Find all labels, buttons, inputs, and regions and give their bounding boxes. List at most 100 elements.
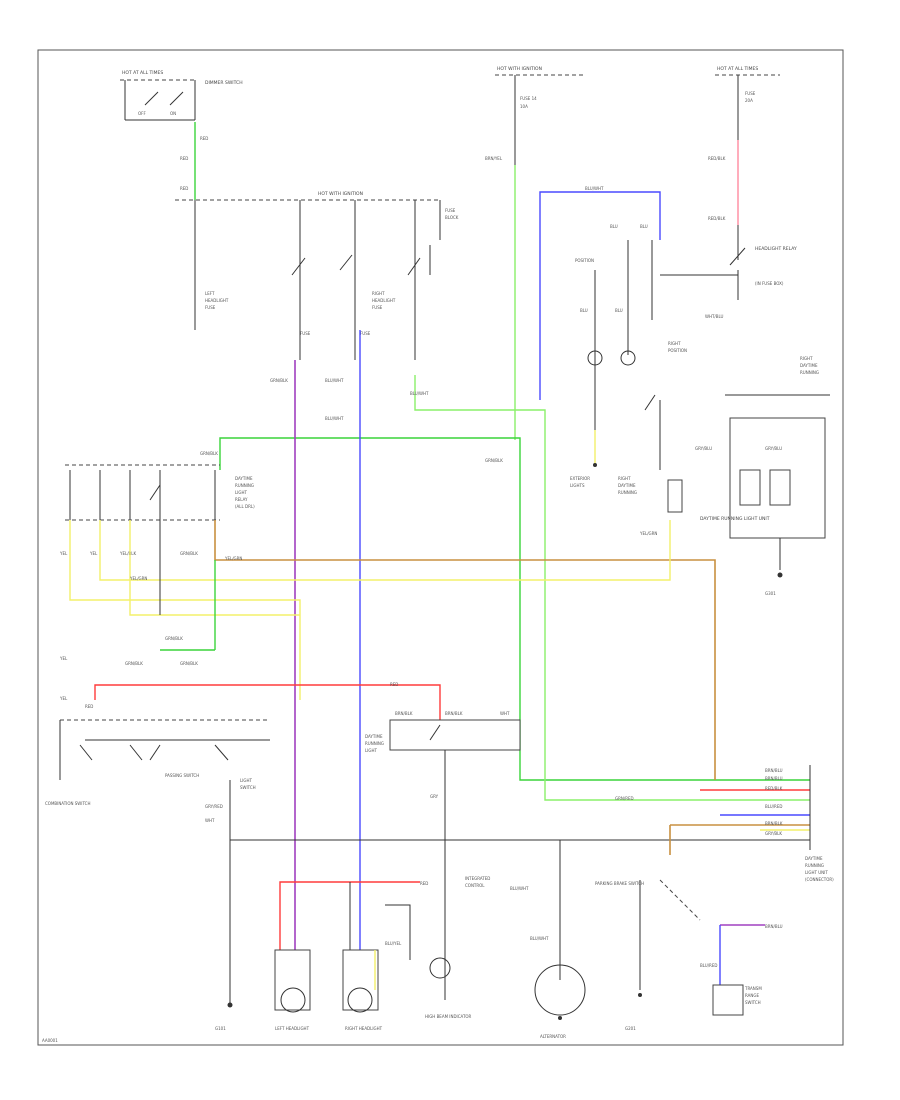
svg-text:GRN/BLK: GRN/BLK (180, 661, 198, 666)
svg-text:FUSE: FUSE (205, 305, 216, 310)
combination-switch-upper: DAYTIME RUNNING LIGHT RELAY (ALL DRL) (65, 464, 255, 521)
ground-mid-label: G201 (625, 1026, 636, 1031)
svg-text:GRY/BLK: GRY/BLK (765, 831, 782, 836)
svg-text:SWITCH: SWITCH (745, 1000, 761, 1005)
svg-text:GRY/BLU: GRY/BLU (695, 446, 712, 451)
svg-text:BLU/YEL: BLU/YEL (385, 941, 402, 946)
svg-text:DAYTIME: DAYTIME (800, 363, 818, 368)
svg-text:DAYTIME: DAYTIME (235, 476, 253, 481)
svg-text:YEL/GRN: YEL/GRN (129, 576, 147, 581)
drl-unit-label: DAYTIME RUNNING LIGHT UNIT (700, 516, 770, 522)
svg-text:BLU/WHT: BLU/WHT (530, 936, 549, 941)
svg-text:BLU/WHT: BLU/WHT (585, 186, 604, 191)
bottom-right-sensor: BRN/BLU TRANSM RANGE SWITCH BLU/RED (700, 924, 783, 1016)
svg-text:GRN/BLK: GRN/BLK (270, 378, 288, 383)
svg-text:GRN/BLK: GRN/BLK (200, 451, 218, 456)
svg-text:WHT: WHT (205, 818, 215, 823)
svg-text:DAYTIME: DAYTIME (805, 856, 823, 861)
alternator-label: ALTERNATOR (540, 1034, 566, 1039)
svg-text:POSITION: POSITION (668, 348, 687, 353)
svg-text:YEL: YEL (59, 696, 68, 701)
svg-text:(ALL DRL): (ALL DRL) (235, 504, 255, 509)
svg-text:GRN/BLK: GRN/BLK (125, 661, 143, 666)
relay-switch-group: RIGHT HEADLIGHT FUSE FUSE BLOCK FUSE FUS… (291, 200, 459, 360)
svg-text:RED/BLK: RED/BLK (708, 156, 726, 161)
svg-text:OFF: OFF (138, 111, 146, 116)
svg-text:BLU: BLU (640, 224, 648, 229)
svg-text:RED: RED (180, 186, 188, 191)
svg-text:YEL/GRN: YEL/GRN (224, 556, 242, 561)
svg-text:RED: RED (420, 881, 428, 886)
dimmer-switch-label: DIMMER SWITCH (205, 80, 243, 86)
svg-text:FUSE: FUSE (445, 208, 456, 213)
svg-text:WHT/BLU: WHT/BLU (705, 314, 724, 319)
svg-text:RUNNING: RUNNING (618, 490, 637, 495)
svg-text:BRN/BLU: BRN/BLU (765, 776, 783, 781)
svg-text:BLU/WHT: BLU/WHT (325, 378, 344, 383)
top-left-fuse-block: HOT AT ALL TIMES OFF ON DIMMER SWITCH RE… (120, 70, 243, 200)
svg-text:RANGE: RANGE (745, 993, 759, 998)
svg-text:LIGHT: LIGHT (235, 490, 248, 495)
svg-text:BLOCK: BLOCK (445, 215, 459, 220)
high-beam-indicator-label: HIGH BEAM INDICATOR (425, 1014, 472, 1019)
svg-text:HEADLIGHT: HEADLIGHT (372, 298, 396, 303)
svg-text:(CONNECTOR): (CONNECTOR) (805, 877, 834, 882)
svg-text:LIGHT: LIGHT (365, 748, 378, 753)
svg-text:RED/BLK: RED/BLK (708, 216, 726, 221)
svg-text:BLU/WHT: BLU/WHT (410, 391, 429, 396)
svg-text:(IN FUSE BOX): (IN FUSE BOX) (755, 281, 784, 286)
lamp-group: POSITION BLU BLU RIGHT POSITION (575, 240, 687, 470)
parking-brake-switch: PARKING BRAKE SWITCH G201 (595, 879, 701, 1031)
svg-text:GRN/RED: GRN/RED (615, 796, 634, 801)
fuse-top-left-label: HOT AT ALL TIMES (122, 70, 163, 76)
svg-text:BLU/WHT: BLU/WHT (510, 886, 529, 891)
svg-text:DAYTIME: DAYTIME (618, 483, 636, 488)
fuse-top-mid-right-label: HOT WITH IGNITION (497, 66, 542, 72)
combination-switch-label: COMBINATION SWITCH (45, 801, 90, 806)
svg-text:WHT: WHT (500, 711, 510, 716)
svg-text:BLU: BLU (610, 224, 618, 229)
svg-text:GRY: GRY (430, 794, 439, 799)
svg-text:RIGHT: RIGHT (618, 476, 631, 481)
svg-text:LIGHT: LIGHT (240, 778, 253, 783)
svg-text:DAYTIME: DAYTIME (365, 734, 383, 739)
left-headlight: RED LEFT HEADLIGHT (274, 881, 428, 1031)
svg-text:GRN/BLK: GRN/BLK (180, 551, 198, 556)
svg-text:RUNNING: RUNNING (800, 370, 819, 375)
ground-left-label: G101 (215, 1026, 226, 1031)
svg-text:BRN/BLU: BRN/BLU (765, 768, 783, 773)
svg-text:BRN/BLK: BRN/BLK (765, 821, 783, 826)
ground-right-label: G301 (765, 591, 776, 596)
svg-text:HEADLIGHT: HEADLIGHT (205, 298, 229, 303)
svg-text:EXTERIOR: EXTERIOR (570, 476, 590, 481)
svg-text:RED: RED (180, 156, 188, 161)
diagram-frame (37, 49, 844, 1046)
svg-text:YEL: YEL (89, 551, 98, 556)
svg-text:YEL: YEL (59, 551, 68, 556)
svg-text:BLU/RED: BLU/RED (765, 804, 782, 809)
svg-text:BLU: BLU (615, 308, 623, 313)
right-headlight-label: RIGHT HEADLIGHT (345, 1026, 383, 1031)
svg-text:FUSE 14: FUSE 14 (520, 96, 537, 101)
passing-switch-label: PASSING SWITCH (165, 773, 199, 778)
svg-text:ON: ON (170, 111, 176, 116)
svg-text:RUNNING: RUNNING (365, 741, 384, 746)
svg-text:GRY/RED: GRY/RED (205, 804, 223, 809)
svg-text:10A: 10A (520, 104, 528, 109)
footer-code: AA0001 (42, 1038, 58, 1043)
svg-text:RED/BLK: RED/BLK (765, 786, 783, 791)
svg-text:BRN/BLU: BRN/BLU (765, 924, 783, 929)
svg-text:BLU/RED: BLU/RED (700, 963, 717, 968)
svg-text:YEL: YEL (59, 656, 68, 661)
svg-text:LIGHTS: LIGHTS (570, 483, 585, 488)
svg-text:BLU: BLU (580, 308, 588, 313)
svg-text:GRN/BLK: GRN/BLK (165, 636, 183, 641)
svg-text:SWITCH: SWITCH (240, 785, 256, 790)
svg-text:RIGHT: RIGHT (372, 291, 385, 296)
daytime-running-light-unit: RIGHT DAYTIME RUNNING GRY/BLU GRY/BLU DA… (695, 356, 830, 596)
combination-switch-lower: PASSING SWITCH LIGHT SWITCH COMBINATION … (45, 719, 270, 823)
svg-text:RUNNING: RUNNING (235, 483, 254, 488)
svg-text:YEL/GRN: YEL/GRN (639, 531, 657, 536)
svg-text:YEL/BLK: YEL/BLK (119, 551, 137, 556)
